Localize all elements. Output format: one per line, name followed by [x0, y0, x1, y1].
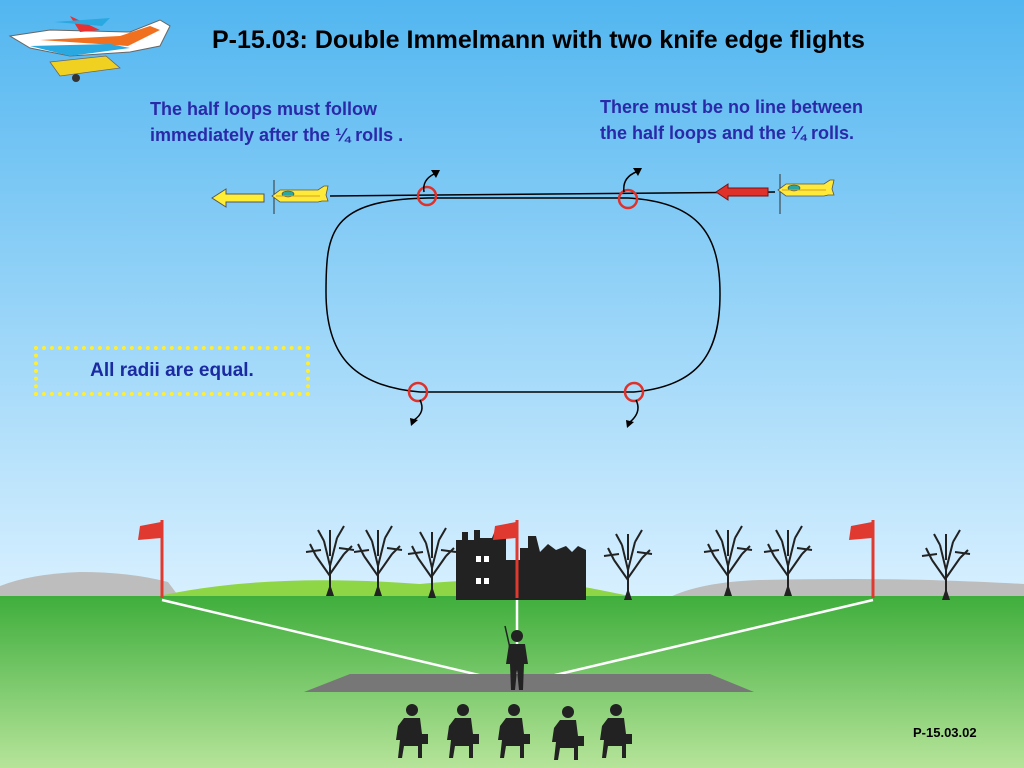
hill-right	[668, 579, 1024, 598]
roll-marker-bottom-left	[407, 381, 429, 403]
maneuver-path	[325, 191, 776, 393]
runway	[304, 674, 754, 692]
roll-marker-top-right	[617, 188, 639, 210]
sight-line-left	[161, 598, 518, 686]
sky	[0, 0, 1024, 600]
radii-note: All radii are equal.	[90, 360, 254, 381]
note-no-line: There must be no line between the half l…	[600, 94, 863, 146]
logo-airplane-icon	[8, 16, 171, 82]
page-title: P-15.03: Double Immelmann with two knife…	[212, 26, 865, 54]
hill-left	[0, 572, 180, 598]
plane-exit-icon	[271, 180, 329, 214]
roll-marker-top-left	[416, 185, 438, 207]
pilot-silhouette	[504, 625, 528, 690]
roll-arrows	[413, 171, 639, 423]
plane-entry-icon	[777, 174, 835, 214]
exit-arrow-icon	[211, 188, 265, 208]
note-half-loops-line-1: The half loops must follow	[150, 99, 377, 119]
sight-line-right	[516, 598, 874, 686]
note-half-loops: The half loops must follow immediately a…	[150, 96, 403, 148]
entry-arrow-icon	[715, 183, 769, 201]
roll-arrowheads	[410, 168, 642, 428]
castle-ruin	[456, 528, 586, 600]
note-no-line-line-2: the half loops and the ¼ rolls.	[600, 123, 855, 143]
note-half-loops-line-2: immediately after the ¼ rolls .	[150, 125, 404, 145]
page-id: P-15.03.02	[913, 725, 977, 740]
radii-note-box: All radii are equal.	[34, 346, 310, 396]
note-no-line-line-1: There must be no line between	[600, 97, 864, 117]
roll-marker-bottom-right	[623, 381, 645, 403]
